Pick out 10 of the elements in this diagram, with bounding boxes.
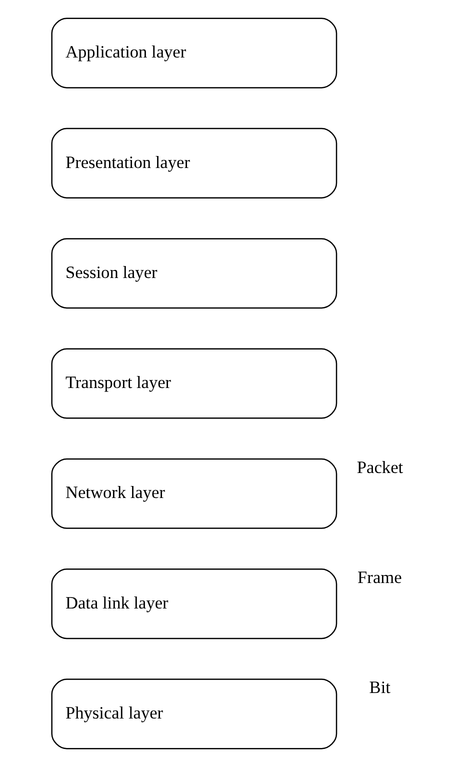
node-box: Physical layer — [50, 678, 337, 750]
node-label: Bit — [368, 678, 390, 698]
node-box: Transport layer — [50, 348, 337, 419]
node-box: Application layer — [50, 18, 337, 88]
node-box: Data link layer — [50, 568, 337, 640]
node-box: Presentation layer — [50, 128, 337, 198]
node-label: Frame — [357, 568, 402, 588]
node-box: Session layer — [50, 238, 337, 309]
node-label: Packet — [356, 458, 403, 477]
node-box: Network layer — [50, 458, 337, 529]
